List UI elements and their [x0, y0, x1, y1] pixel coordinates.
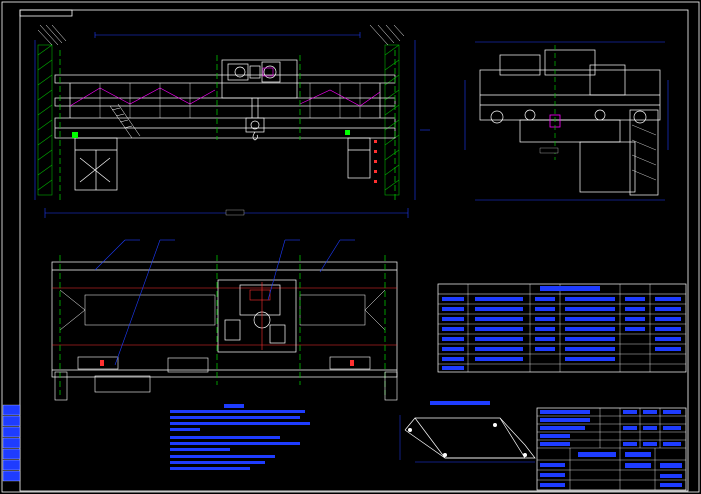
ladder — [109, 103, 141, 139]
plan-trolley-detail — [249, 282, 271, 350]
side-wheels — [490, 109, 647, 124]
side-dim-label — [539, 147, 559, 154]
right-wall-top-hatch — [369, 24, 405, 46]
side-dimensions — [464, 41, 669, 201]
front-view — [34, 24, 430, 218]
plan-wheel-ends — [54, 371, 398, 401]
left-wall — [37, 44, 53, 196]
plan-motors — [77, 356, 371, 393]
side-revision-strip — [2, 404, 21, 482]
plan-rails — [51, 261, 398, 378]
operator-cab — [74, 137, 118, 191]
hook-block — [245, 98, 265, 141]
side-view — [464, 41, 669, 201]
technical-notes — [170, 404, 310, 470]
parameter-table — [437, 283, 687, 373]
girder-truss — [69, 87, 381, 107]
left-wall-top-hatch — [37, 24, 67, 46]
plan-centerlines — [59, 255, 386, 395]
plan-motor-red — [100, 360, 354, 366]
plan-leader-lines — [94, 239, 355, 366]
side-hatch — [631, 124, 657, 181]
right-end-carriage — [347, 137, 371, 179]
title-block — [536, 407, 687, 491]
red-markers — [374, 140, 377, 183]
side-trolley — [479, 49, 661, 196]
plan-girders — [52, 287, 397, 346]
detail-view — [399, 401, 536, 463]
wheel-markers — [72, 130, 350, 138]
front-centerlines — [59, 50, 396, 200]
trolley — [221, 59, 298, 99]
span-dimension-label — [225, 209, 245, 216]
girder-vertical-members — [99, 83, 361, 118]
trolley-accent — [262, 67, 274, 77]
plan-view — [51, 239, 398, 401]
